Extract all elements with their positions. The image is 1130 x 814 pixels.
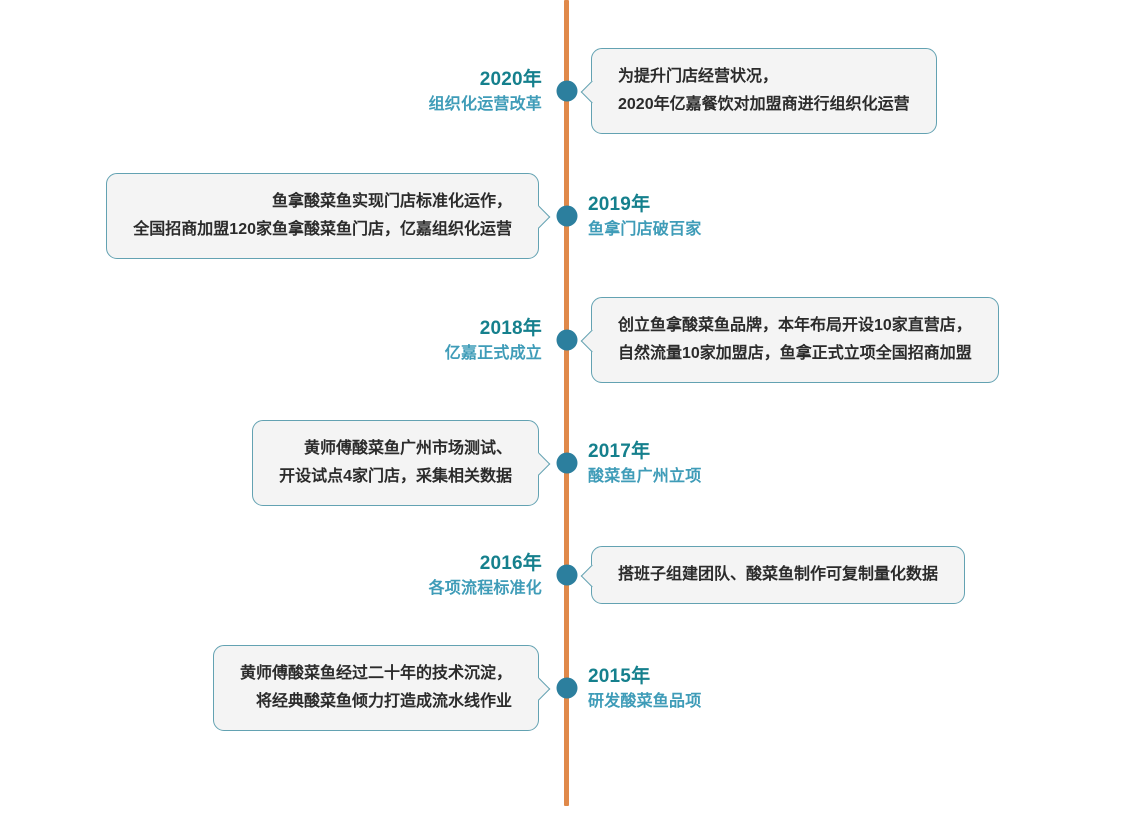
event-subtitle: 研发酸菜鱼品项 bbox=[588, 693, 702, 711]
event-year: 2017年 bbox=[588, 440, 651, 462]
card-chevron-pointer-icon bbox=[527, 677, 550, 700]
event-description-card: 创立鱼拿酸菜鱼品牌，本年布局开设10家直营店， 自然流量10家加盟店，鱼拿正式立项… bbox=[580, 297, 999, 383]
event-description-line: 自然流量10家加盟店，鱼拿正式立项全国招商加盟 bbox=[618, 345, 972, 362]
timeline-dot-marker bbox=[558, 566, 576, 584]
event-year: 2018年 bbox=[479, 317, 542, 339]
timeline-dot-marker bbox=[558, 679, 576, 697]
card-chevron-pointer-icon bbox=[527, 205, 550, 228]
event-description-line: 2020年亿嘉餐饮对加盟商进行组织化运营 bbox=[618, 96, 910, 113]
card-chevron-pointer-icon bbox=[527, 452, 550, 475]
timeline-dot-marker bbox=[558, 331, 576, 349]
event-subtitle: 鱼拿门店破百家 bbox=[588, 221, 702, 239]
timeline-axis bbox=[564, 0, 569, 806]
event-label-block: 2020年组织化运营改革 bbox=[429, 66, 542, 117]
event-description-card: 鱼拿酸菜鱼实现门店标准化运作， 全国招商加盟120家鱼拿酸菜鱼门店，亿嘉组织化运营 bbox=[106, 173, 550, 259]
event-description-card: 为提升门店经营状况， 2020年亿嘉餐饮对加盟商进行组织化运营 bbox=[580, 48, 937, 134]
event-description-line: 黄师傅酸菜鱼广州市场测试、 bbox=[303, 440, 512, 457]
event-label-block: 2016年各项流程标准化 bbox=[429, 550, 542, 601]
card-chevron-pointer-icon bbox=[580, 80, 603, 103]
timeline-dot-marker bbox=[558, 207, 576, 225]
card-chevron-pointer-icon bbox=[580, 329, 603, 352]
event-description-line: 鱼拿酸菜鱼实现门店标准化运作， bbox=[271, 193, 512, 210]
event-description-line: 黄师傅酸菜鱼经过二十年的技术沉淀， bbox=[239, 665, 512, 682]
event-description-line: 为提升门店经营状况， bbox=[618, 68, 779, 85]
event-description-line: 创立鱼拿酸菜鱼品牌，本年布局开设10家直营店， bbox=[618, 317, 972, 334]
timeline-dot-marker bbox=[558, 82, 576, 100]
event-subtitle: 亿嘉正式成立 bbox=[444, 345, 542, 363]
event-description-line: 全国招商加盟120家鱼拿酸菜鱼门店，亿嘉组织化运营 bbox=[133, 221, 512, 238]
event-description-line: 将经典酸菜鱼倾力打造成流水线作业 bbox=[255, 693, 512, 710]
event-subtitle: 各项流程标准化 bbox=[428, 580, 542, 598]
event-year: 2019年 bbox=[588, 193, 651, 215]
event-year: 2015年 bbox=[588, 665, 651, 687]
event-year: 2020年 bbox=[479, 68, 542, 90]
event-year: 2016年 bbox=[479, 552, 542, 574]
event-label-block: 2018年亿嘉正式成立 bbox=[445, 315, 542, 366]
event-label-block: 2017年酸菜鱼广州立项 bbox=[588, 438, 701, 489]
timeline-dot-marker bbox=[558, 454, 576, 472]
event-description-card: 黄师傅酸菜鱼广州市场测试、开设试点4家门店，采集相关数据 bbox=[252, 420, 550, 506]
event-subtitle: 酸菜鱼广州立项 bbox=[588, 468, 702, 486]
event-subtitle: 组织化运营改革 bbox=[428, 96, 542, 114]
event-description-card: 黄师傅酸菜鱼经过二十年的技术沉淀， 将经典酸菜鱼倾力打造成流水线作业 bbox=[212, 645, 550, 731]
event-label-block: 2015年研发酸菜鱼品项 bbox=[588, 663, 701, 714]
event-label-block: 2019年鱼拿门店破百家 bbox=[588, 191, 701, 242]
card-chevron-pointer-icon bbox=[580, 564, 603, 587]
event-description-card: 搭班子组建团队、酸菜鱼制作可复制量化数据 bbox=[580, 546, 966, 604]
event-description-line: 搭班子组建团队、酸菜鱼制作可复制量化数据 bbox=[618, 566, 939, 583]
event-description-line: 开设试点4家门店，采集相关数据 bbox=[279, 468, 512, 485]
